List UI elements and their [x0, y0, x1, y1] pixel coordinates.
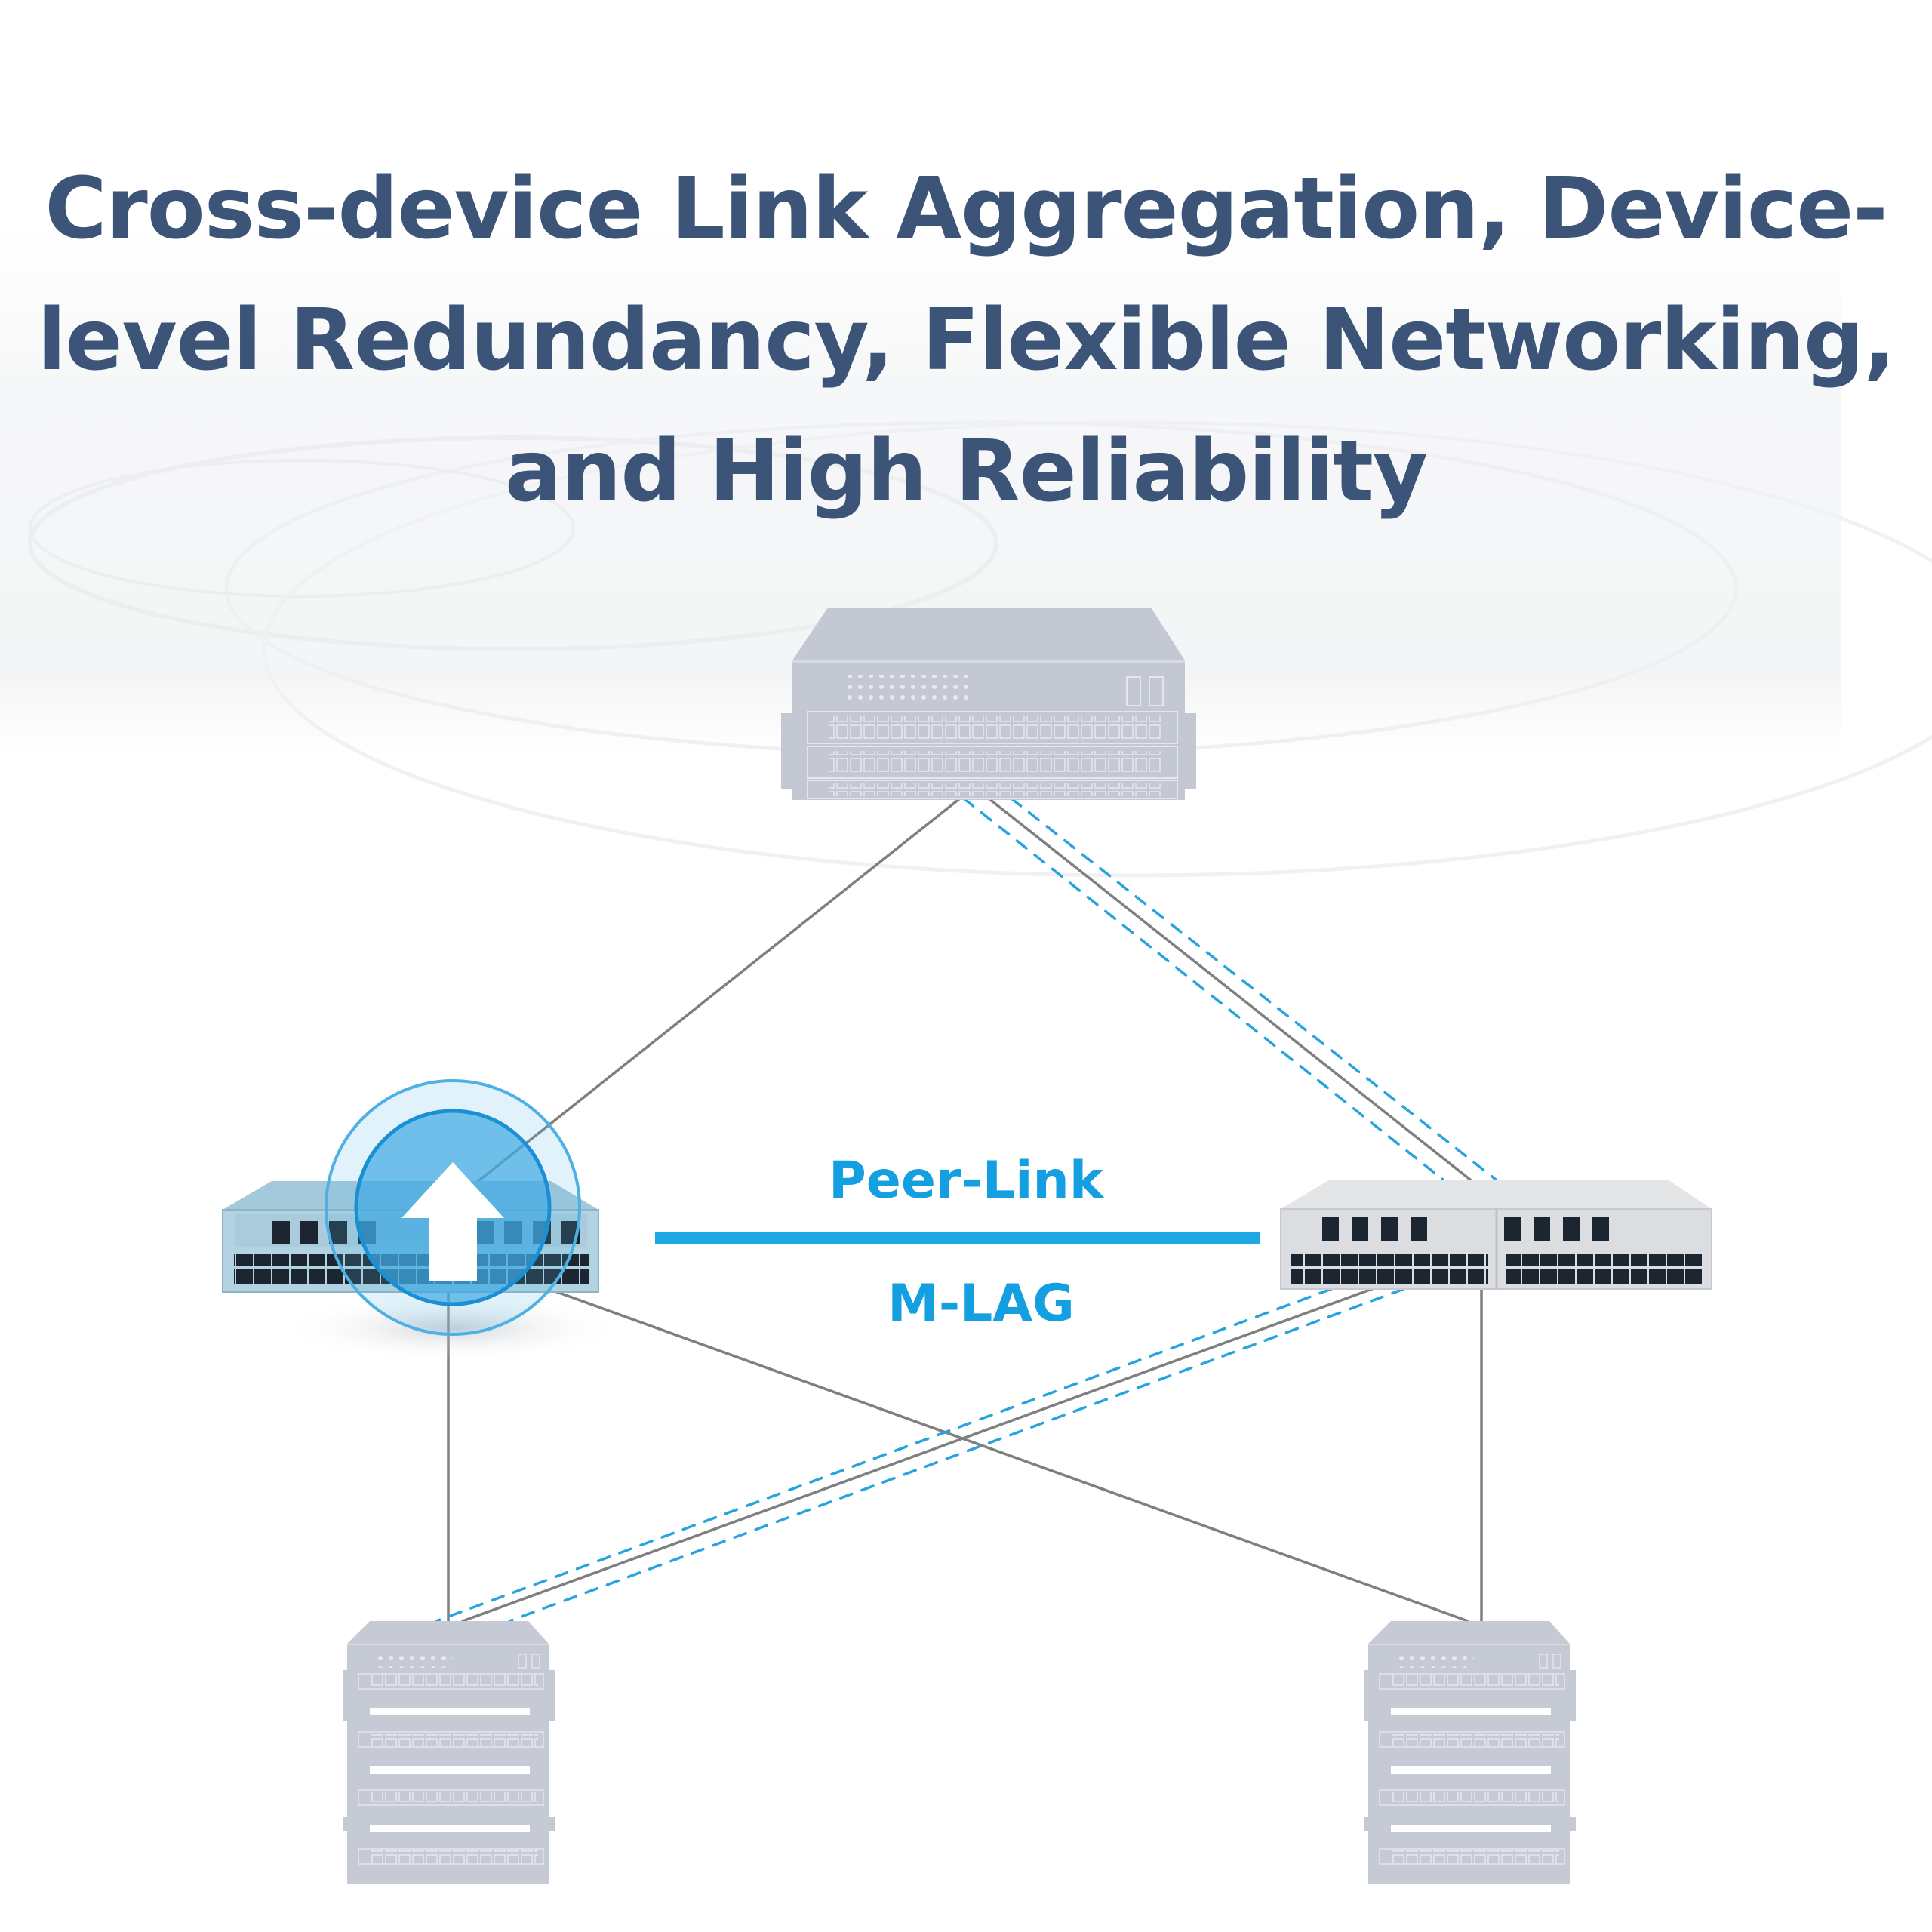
title-line: level Redundancy, Flexible Networking, — [37, 291, 1896, 389]
dashed-link-switch-b-to-access-left — [508, 1287, 1405, 1623]
swirl-ring — [29, 459, 575, 598]
blank-slot — [1391, 1766, 1551, 1774]
swirl-ring — [262, 420, 1932, 878]
links — [435, 797, 1497, 1623]
link-switch-a-to-access-right — [555, 1291, 1469, 1623]
sfp-ports — [1506, 1254, 1703, 1284]
vent-grille — [377, 1651, 453, 1668]
console-port — [1149, 676, 1164, 706]
rj45-ports — [1392, 1850, 1559, 1863]
rj45-ports — [1392, 1734, 1559, 1746]
dashed-link-switch-b-to-access-left — [435, 1287, 1333, 1623]
dashed-link-core-to-switch-b — [962, 797, 1444, 1181]
access-switch-left[interactable] — [343, 1621, 555, 1884]
upgrade-arrow-icon — [401, 1162, 504, 1281]
blank-slot — [370, 1708, 530, 1715]
qsfp-ports — [1322, 1217, 1609, 1241]
link-switch-b-to-access-left — [461, 1287, 1374, 1623]
dashed-link-core-to-switch-b — [1010, 797, 1497, 1181]
link-core-to-switch-a — [474, 797, 961, 1185]
mlag-switch-a[interactable] — [222, 1079, 626, 1362]
blank-slot — [370, 1825, 530, 1832]
mlag-switch-b[interactable] — [1280, 1180, 1712, 1290]
rj45-ports — [1392, 1792, 1559, 1804]
rj45-ports — [1392, 1675, 1559, 1687]
vent-grille — [1398, 1651, 1474, 1668]
console-port — [518, 1654, 527, 1669]
blank-slot — [1391, 1708, 1551, 1715]
swirl-ring — [28, 435, 998, 651]
line-card — [807, 746, 1178, 779]
access-switch-right[interactable] — [1364, 1621, 1576, 1884]
chassis-edge — [347, 1644, 549, 1645]
line-card — [807, 780, 1178, 799]
blank-slot — [1391, 1825, 1551, 1832]
mlag-label: M-LAG — [888, 1274, 1075, 1334]
peer-link-label: Peer-Link — [828, 1151, 1104, 1211]
blank-slot — [370, 1766, 530, 1774]
console-port — [1539, 1654, 1548, 1669]
page-title: Cross-device Link Aggregation, Device- l… — [0, 143, 1932, 537]
rj45-ports — [371, 1792, 538, 1804]
title-line: Cross-device Link Aggregation, Device- — [45, 160, 1887, 258]
rj45-ports — [371, 1675, 538, 1687]
line-card — [807, 711, 1178, 744]
rj45-ports — [371, 1734, 538, 1746]
sfp-ports — [1291, 1254, 1488, 1284]
rj45-ports — [371, 1850, 538, 1863]
console-port — [1126, 676, 1141, 706]
chassis-edge — [1368, 1644, 1570, 1645]
console-port — [531, 1654, 540, 1669]
vent-grille — [841, 675, 970, 706]
title-line: and High Reliability — [505, 423, 1428, 521]
peer-link-line — [655, 1232, 1260, 1244]
switch-shadow — [279, 1294, 626, 1362]
console-port — [1552, 1654, 1561, 1669]
core-switch[interactable] — [781, 608, 1196, 800]
link-core-to-switch-b — [987, 797, 1472, 1181]
